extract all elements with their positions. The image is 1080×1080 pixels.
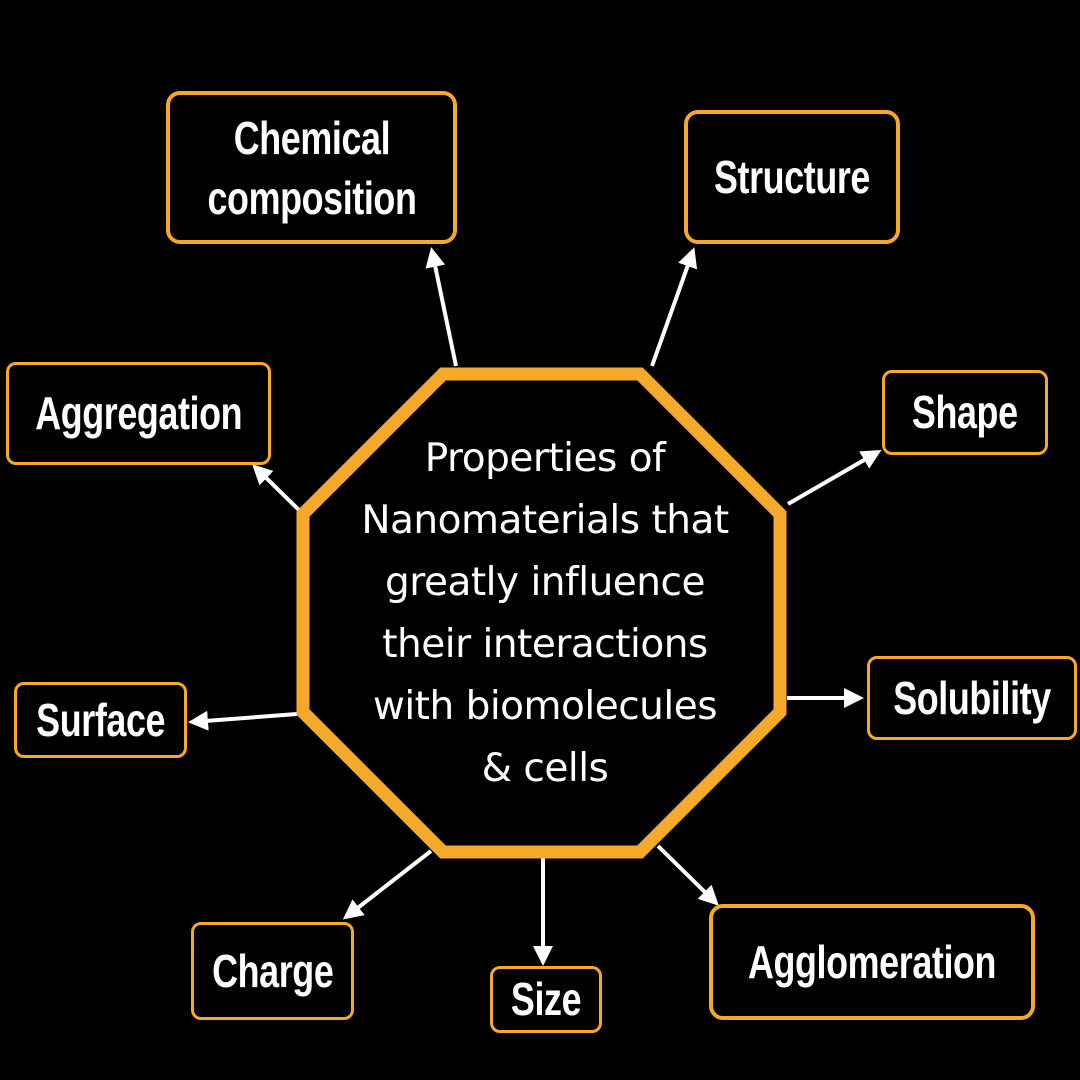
center-line: with biomolecules <box>372 684 718 729</box>
chemical-composition-line: composition <box>206 171 416 224</box>
arrow-to-charge <box>342 849 433 920</box>
arrow-to-chemical-composition <box>425 247 458 367</box>
surface-label: Surface <box>36 693 165 746</box>
center-line: greatly influence <box>385 560 705 605</box>
center-octagon <box>296 367 787 859</box>
arrow-to-structure <box>650 247 698 367</box>
shape-label: Shape <box>912 386 1018 439</box>
center-line: Nanomaterials that <box>361 498 729 543</box>
size-box: Size <box>490 966 602 1033</box>
charge-box: Charge <box>191 922 354 1020</box>
structure-box: Structure <box>684 110 900 244</box>
chemical-composition-label: Chemical composition <box>207 108 416 228</box>
center-line: Properties of <box>424 436 666 481</box>
structure-label: Structure <box>713 150 870 203</box>
aggregation-label: Aggregation <box>35 387 243 440</box>
arrow-to-aggregation <box>252 464 301 512</box>
solubility-box: Solubility <box>867 656 1077 740</box>
size-label: Size <box>510 973 582 1026</box>
shape-box: Shape <box>882 370 1048 455</box>
chemical-composition-line: Chemical <box>233 111 390 164</box>
aggregation-box: Aggregation <box>6 362 271 465</box>
arrows <box>188 247 882 966</box>
center-title: Properties of Nanomaterials that greatly… <box>330 428 760 800</box>
arrow-to-shape <box>786 449 882 506</box>
agglomeration-label: Agglomeration <box>747 935 997 988</box>
agglomeration-box: Agglomeration <box>709 904 1035 1020</box>
center-line: their interactions <box>382 622 708 667</box>
solubility-label: Solubility <box>893 671 1051 724</box>
arrow-to-agglomeration <box>656 844 719 906</box>
surface-box: Surface <box>14 682 187 758</box>
charge-label: Charge <box>211 944 334 997</box>
center-line: & cells <box>481 746 609 791</box>
arrow-to-surface <box>188 710 298 731</box>
chemical-composition-box: Chemical composition <box>166 91 457 244</box>
